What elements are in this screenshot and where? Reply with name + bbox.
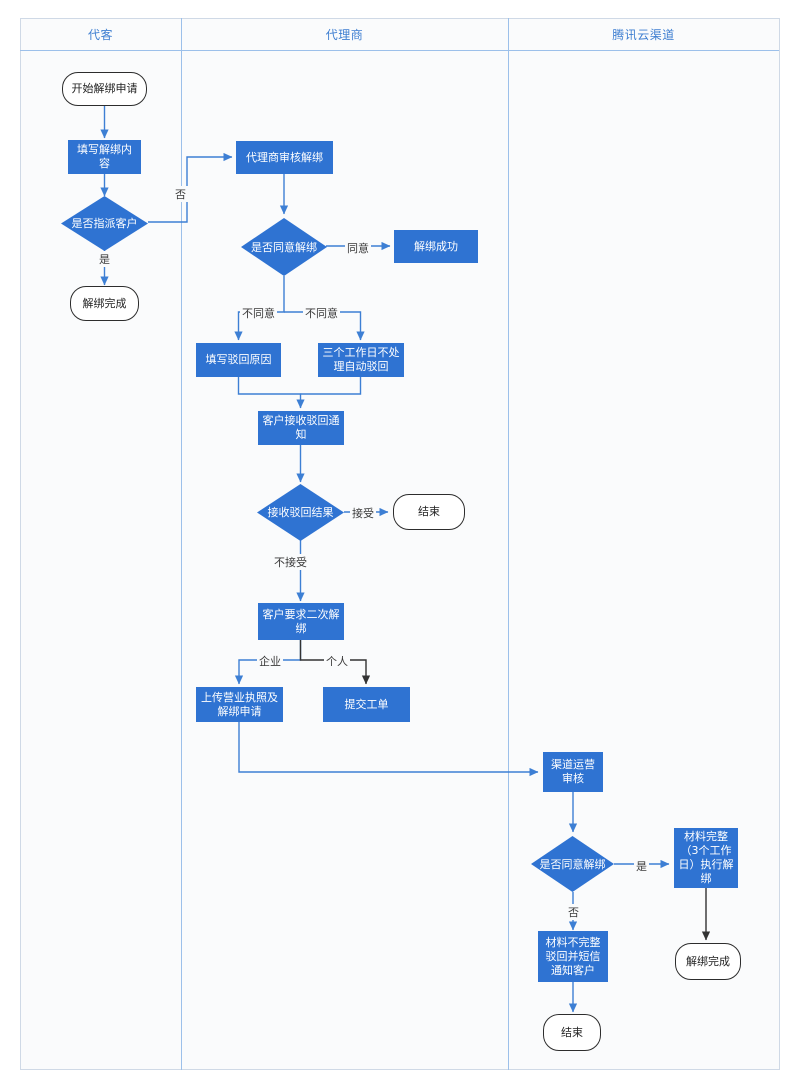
node-unbind-finished-customer-label: 解绑完成 [82, 296, 127, 310]
node-agent-review-unbind-label: 代理商审核解绑 [246, 150, 323, 164]
edge-label-disagree-left: 不同意 [240, 305, 277, 321]
node-receive-reject-result-decision[interactable]: 接收驳回结果 [257, 484, 344, 541]
node-channel-operation-review[interactable]: 渠道运营审核 [543, 752, 603, 792]
edge-label-no-assign: 否 [173, 186, 188, 202]
node-agree-unbind-decision-label: 是否同意解绑 [251, 240, 317, 254]
node-agree-unbind-decision-2[interactable]: 是否同意解绑 [531, 836, 614, 892]
node-fill-unbind-content[interactable]: 填写解绑内容 [68, 140, 141, 174]
swimlane-board [20, 18, 780, 1070]
node-submit-ticket[interactable]: 提交工单 [323, 687, 410, 722]
node-end-agent[interactable]: 结束 [393, 494, 465, 530]
node-agent-review-unbind[interactable]: 代理商审核解绑 [236, 141, 333, 174]
node-customer-request-second-unbind-label: 客户要求二次解绑 [262, 607, 340, 635]
node-upload-license-and-application-label: 上传营业执照及解绑申请 [201, 690, 278, 718]
node-customer-request-second-unbind[interactable]: 客户要求二次解绑 [258, 603, 344, 640]
node-start-unbind-request-label: 开始解绑申请 [71, 82, 138, 95]
edge-label-enterprise: 企业 [257, 653, 283, 669]
node-assign-customer-decision[interactable]: 是否指派客户 [61, 196, 148, 251]
edge-label-agree: 同意 [345, 240, 371, 256]
node-customer-receive-reject-notice-label: 客户接收驳回通知 [262, 414, 340, 441]
node-upload-license-and-application[interactable]: 上传营业执照及解绑申请 [196, 687, 283, 722]
node-end-tencent-label: 结束 [561, 1025, 583, 1039]
edge-label-yes-tencent: 是 [634, 858, 649, 874]
node-auto-reject-three-days[interactable]: 三个工作日不处理自动驳回 [318, 343, 404, 377]
node-receive-reject-result-decision-label: 接收驳回结果 [267, 506, 334, 519]
edge-label-not-accept: 不接受 [272, 554, 309, 570]
node-material-incomplete-reject-label: 材料不完整驳回并短信通知客户 [545, 935, 601, 977]
node-agree-unbind-decision-2-label: 是否同意解绑 [539, 857, 606, 871]
edge-label-individual: 个人 [324, 653, 350, 669]
node-fill-reject-reason[interactable]: 填写驳回原因 [196, 343, 281, 377]
lane-header-customer-label: 代客 [87, 27, 113, 42]
node-channel-operation-review-label: 渠道运营审核 [551, 758, 595, 785]
node-unbind-finished-tencent[interactable]: 解绑完成 [675, 943, 741, 980]
edge-label-yes-assign: 是 [97, 251, 112, 267]
lane-header-customer: 代客 [20, 18, 181, 51]
node-material-complete-execute[interactable]: 材料完整（3个工作日）执行解绑 [674, 828, 738, 888]
lane-divider-2 [508, 18, 509, 1070]
node-start-unbind-request[interactable]: 开始解绑申请 [62, 72, 147, 106]
lane-header-agent: 代理商 [181, 18, 508, 51]
edge-label-no-tencent: 否 [566, 904, 581, 920]
node-material-incomplete-reject[interactable]: 材料不完整驳回并短信通知客户 [538, 931, 608, 982]
edge-label-disagree-right: 不同意 [303, 305, 340, 321]
edge-label-accept: 接受 [350, 505, 376, 521]
lane-divider-1 [181, 18, 182, 1070]
node-fill-reject-reason-label: 填写驳回原因 [205, 353, 272, 366]
node-agree-unbind-decision[interactable]: 是否同意解绑 [241, 218, 327, 276]
node-assign-customer-decision-label: 是否指派客户 [71, 217, 138, 230]
node-unbind-success-label: 解绑成功 [414, 239, 458, 253]
lane-header-tencent: 腾讯云渠道 [508, 18, 779, 51]
node-submit-ticket-label: 提交工单 [344, 697, 389, 711]
node-end-agent-label: 结束 [418, 505, 440, 518]
lane-header-tencent-label: 腾讯云渠道 [612, 27, 675, 42]
node-end-tencent[interactable]: 结束 [543, 1014, 601, 1051]
node-auto-reject-three-days-label: 三个工作日不处理自动驳回 [322, 346, 400, 373]
node-material-complete-execute-label: 材料完整（3个工作日）执行解绑 [678, 830, 734, 885]
node-fill-unbind-content-label: 填写解绑内容 [77, 143, 132, 170]
node-unbind-success[interactable]: 解绑成功 [394, 230, 478, 263]
lane-header-agent-label: 代理商 [325, 27, 364, 42]
node-customer-receive-reject-notice[interactable]: 客户接收驳回通知 [258, 411, 344, 445]
node-unbind-finished-tencent-label: 解绑完成 [686, 954, 730, 968]
node-unbind-finished-customer[interactable]: 解绑完成 [70, 286, 139, 321]
